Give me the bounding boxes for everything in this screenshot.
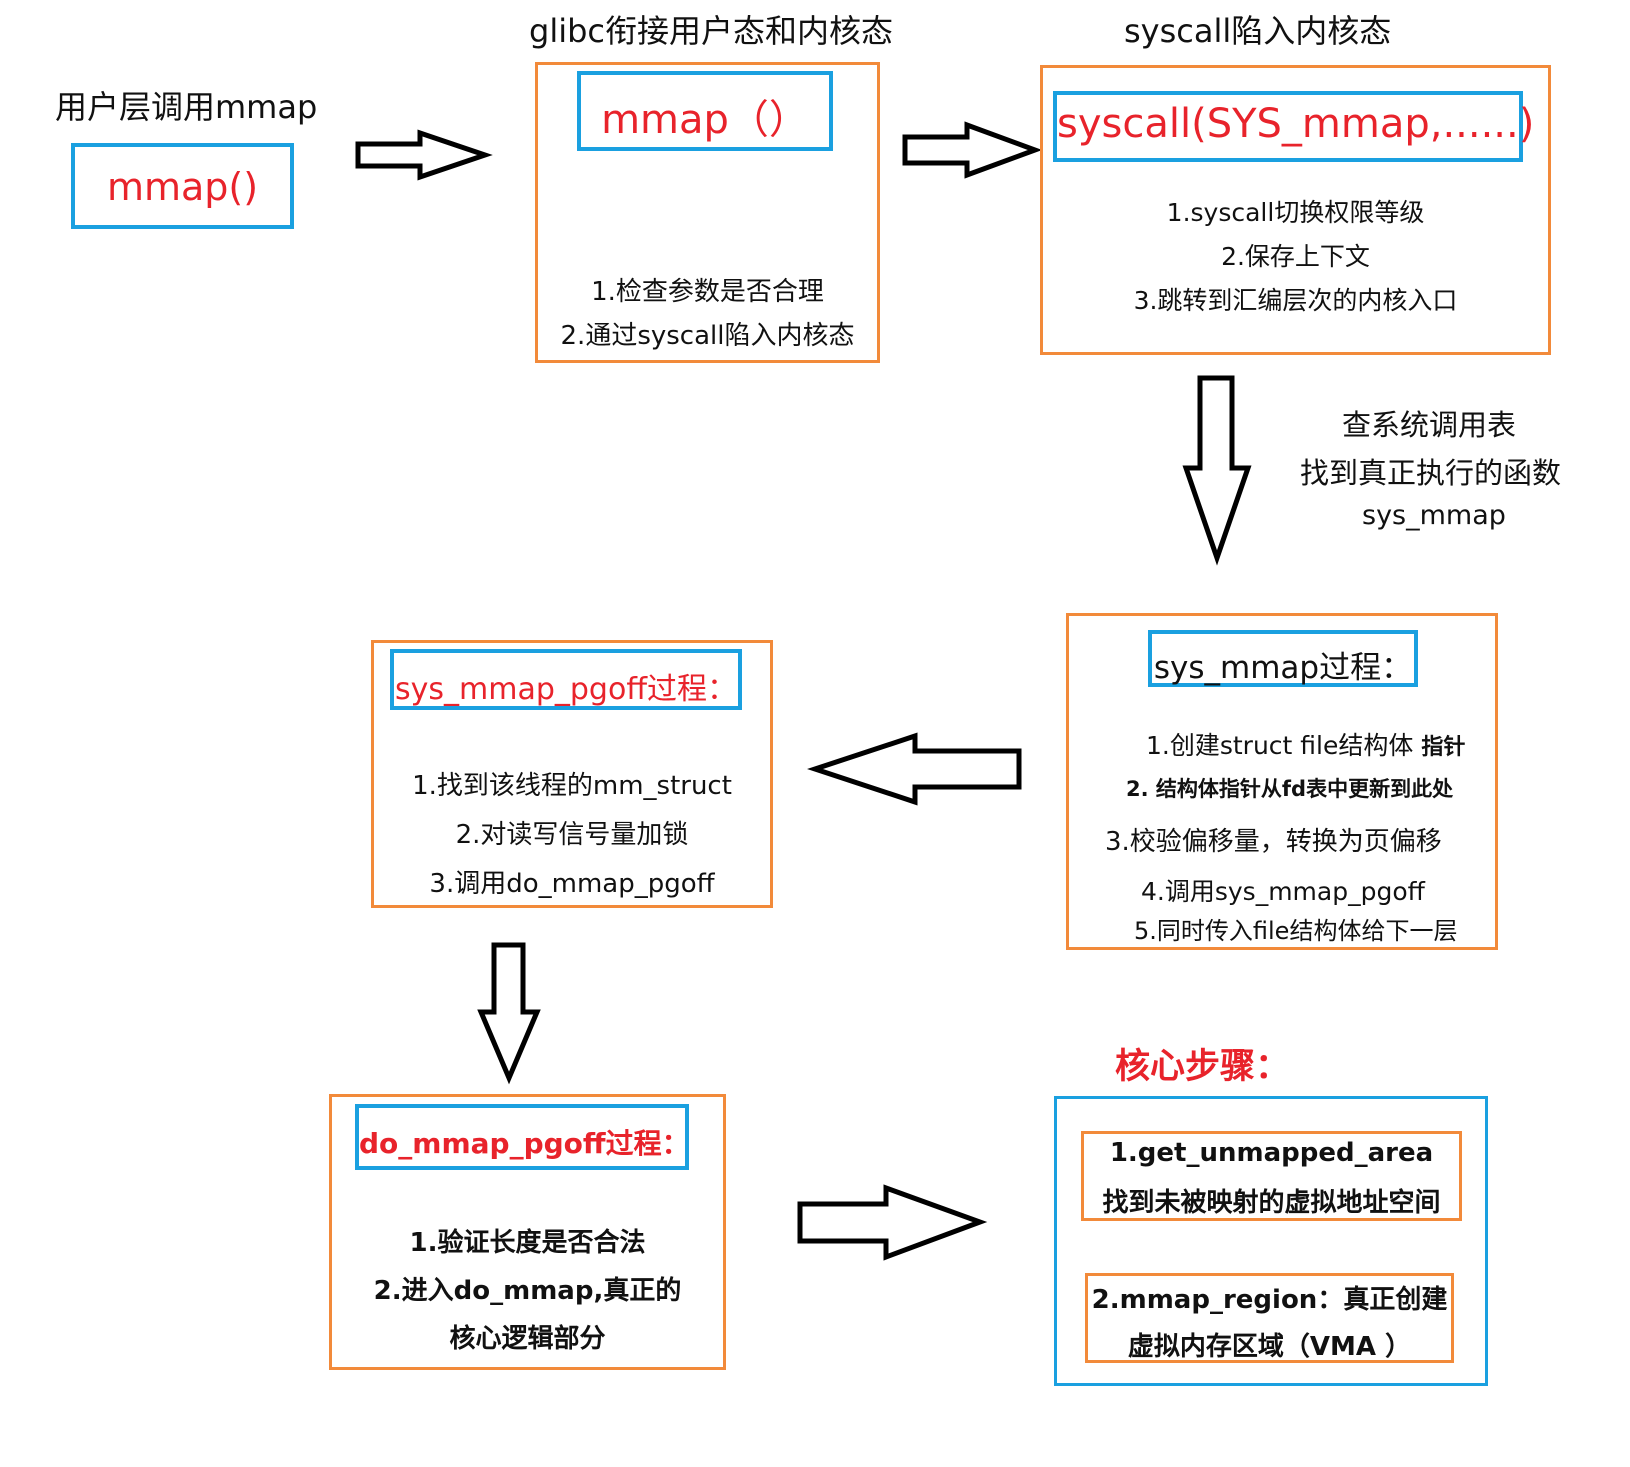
- sys-mmap-step-2: 2. 结构体指针从fd表中更新到此处: [1126, 777, 1454, 801]
- arrow-user-to-glibc-shape: [355, 129, 493, 181]
- sys-mmap-step-5: 5.同时传入file结构体给下一层: [1134, 917, 1458, 945]
- sys-mmap-step-1-text: 1.创建struct file结构体: [1146, 731, 1422, 760]
- arrow-sys-mmap-to-pgoff-shape: [807, 732, 1022, 806]
- sys-mmap-title: sys_mmap过程：: [1153, 650, 1413, 686]
- glibc-mmap-box: mmap（）: [577, 71, 833, 151]
- syscall-step-3: 3.跳转到汇编层次的内核入口: [1133, 286, 1458, 315]
- core-step-1-box: 1.get_unmapped_area 找到未被映射的虚拟地址空间: [1081, 1131, 1462, 1221]
- glibc-step-1: 1.检查参数是否合理: [591, 277, 824, 307]
- lookup-line-2: 找到真正执行的函数: [1300, 456, 1562, 490]
- syscall-box: 1.syscall切换权限等级 2.保存上下文 3.跳转到汇编层次的内核入口: [1040, 65, 1551, 355]
- core-step-2-box: 2.mmap_region：真正创建 虚拟内存区域（VMA ）: [1085, 1273, 1454, 1363]
- glibc-step-2: 2.通过syscall陷入内核态: [560, 321, 855, 351]
- arrow-do-mmap-to-core-shape: [797, 1184, 988, 1261]
- sys-mmap-step-3: 3.校验偏移量，转换为页偏移: [1105, 827, 1442, 857]
- sys-mmap-pgoff-title-box: sys_mmap_pgoff过程：: [390, 649, 742, 710]
- lookup-line-3: sys_mmap: [1362, 500, 1506, 531]
- core-step-1-line-2: 找到未被映射的虚拟地址空间: [1102, 1188, 1441, 1218]
- sys-mmap-pgoff-step-3: 3.调用do_mmap_pgoff: [429, 869, 715, 899]
- arrow-glibc-to-syscall: [902, 121, 1043, 179]
- sys-mmap-box: 1.创建struct file结构体 指针 2. 结构体指针从fd表中更新到此处…: [1066, 613, 1498, 950]
- arrow-syscall-to-sys-mmap-shape: [1182, 375, 1252, 566]
- arrow-sys-mmap-to-pgoff: [807, 732, 1022, 806]
- user-mmap-box: mmap(): [71, 143, 294, 229]
- sys-mmap-title-box: sys_mmap过程：: [1148, 630, 1418, 687]
- do-mmap-pgoff-box: 1.验证长度是否合法 2.进入do_mmap,真正的 核心逻辑部分: [329, 1094, 726, 1370]
- glibc-mmap-title: mmap（）: [601, 97, 809, 143]
- arrow-pgoff-to-do-mmap: [477, 942, 541, 1085]
- sys-mmap-pgoff-step-1: 1.找到该线程的mm_struct: [412, 771, 732, 801]
- syscall-title-box: syscall(SYS_mmap,......): [1053, 91, 1535, 162]
- arrow-pgoff-to-do-mmap-shape: [477, 942, 541, 1085]
- do-mmap-pgoff-title: do_mmap_pgoff过程：: [359, 1127, 690, 1160]
- do-mmap-pgoff-step-1: 1.验证长度是否合法: [409, 1228, 646, 1258]
- arrow-glibc-to-syscall-shape: [902, 121, 1043, 179]
- glibc-box: 1.检查参数是否合理 2.通过syscall陷入内核态: [535, 62, 880, 363]
- lookup-line-1: 查系统调用表: [1342, 408, 1517, 442]
- user-mmap-title: mmap(): [106, 165, 259, 209]
- arrow-syscall-to-sys-mmap: [1182, 375, 1252, 566]
- core-step-1-line-1: 1.get_unmapped_area: [1109, 1138, 1434, 1168]
- sys-mmap-pgoff-box: 1.找到该线程的mm_struct 2.对读写信号量加锁 3.调用do_mmap…: [371, 640, 773, 908]
- sys-mmap-step-4: 4.调用sys_mmap_pgoff: [1141, 877, 1425, 906]
- sys-mmap-pgoff-title: sys_mmap_pgoff过程：: [395, 672, 737, 707]
- syscall-step-2: 2.保存上下文: [1221, 242, 1370, 271]
- user-layer-caption: 用户层调用mmap: [55, 88, 318, 126]
- core-heading: 核心步骤：: [1115, 1047, 1291, 1087]
- sys-mmap-step-1-bold: 指针: [1421, 735, 1466, 760]
- syscall-step-1: 1.syscall切换权限等级: [1166, 198, 1425, 227]
- syscall-caption: syscall陷入内核态: [1124, 12, 1392, 50]
- sys-mmap-pgoff-step-2: 2.对读写信号量加锁: [455, 820, 689, 850]
- glibc-caption: glibc衔接用户态和内核态: [529, 12, 894, 50]
- do-mmap-pgoff-step-2: 2.进入do_mmap,真正的: [373, 1276, 682, 1306]
- do-mmap-pgoff-step-3: 核心逻辑部分: [449, 1324, 606, 1354]
- arrow-do-mmap-to-core: [797, 1184, 988, 1261]
- arrow-user-to-glibc: [355, 129, 493, 181]
- syscall-title: syscall(SYS_mmap,......): [1057, 101, 1535, 147]
- do-mmap-pgoff-title-box: do_mmap_pgoff过程：: [355, 1104, 690, 1170]
- core-step-2-line-2: 虚拟内存区域（VMA ）: [1127, 1332, 1412, 1362]
- core-box: [1054, 1096, 1488, 1386]
- sys-mmap-step-1: 1.创建struct file结构体 指针: [1146, 726, 1465, 762]
- core-step-2-line-1: 2.mmap_region：真正创建: [1091, 1285, 1448, 1315]
